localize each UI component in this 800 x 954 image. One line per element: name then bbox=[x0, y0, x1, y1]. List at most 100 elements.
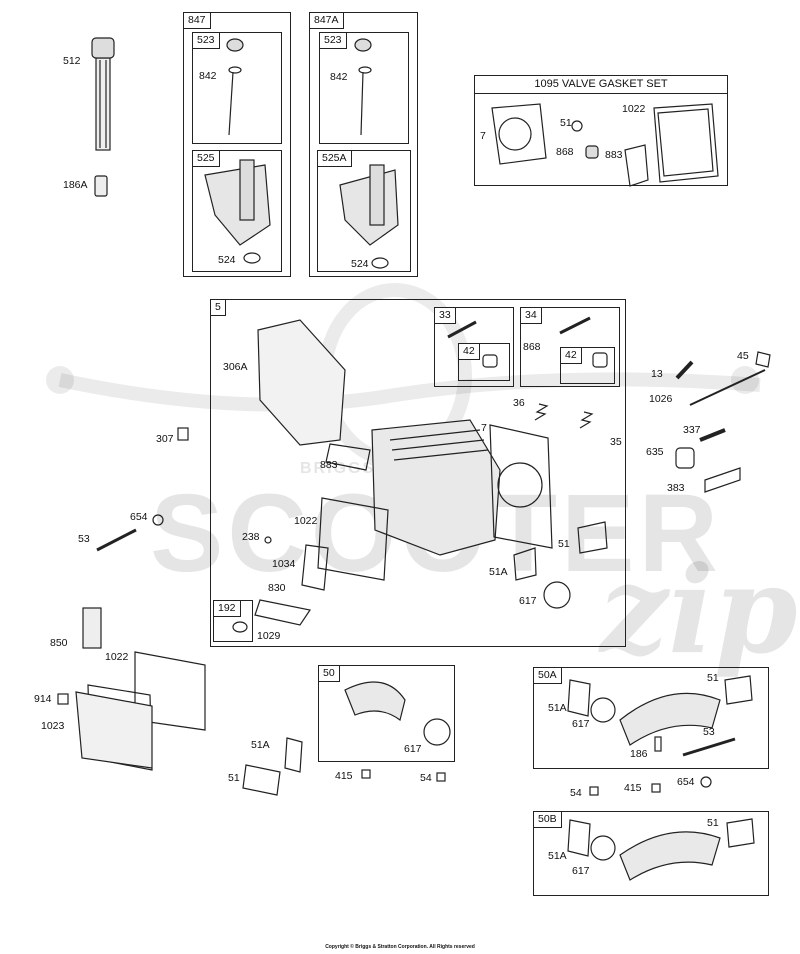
part-383: 383 bbox=[667, 482, 685, 494]
fitting-192 bbox=[232, 621, 248, 633]
part-654-50a: 654 bbox=[677, 776, 695, 788]
screw-54-50a bbox=[589, 786, 599, 796]
part-415-lower: 415 bbox=[335, 770, 353, 782]
gasket-883-group5 bbox=[325, 443, 371, 471]
part-186a: 186A bbox=[63, 179, 88, 191]
vgs-part-1022: 1022 bbox=[622, 103, 646, 115]
part-35: 35 bbox=[610, 436, 622, 448]
group-50a-tag: 50A bbox=[534, 668, 562, 684]
part-51-50a: 51 bbox=[707, 672, 719, 684]
part-1026: 1026 bbox=[649, 393, 673, 405]
manifold-50b bbox=[619, 831, 721, 881]
group-50-tag: 50 bbox=[319, 666, 340, 682]
gasket-1022-cover bbox=[134, 651, 206, 731]
valve-spring-35 bbox=[579, 411, 594, 429]
group-847-sub-525-box: 525 bbox=[192, 150, 282, 272]
gasket-51-group5 bbox=[577, 521, 608, 554]
valve-33 bbox=[447, 320, 477, 339]
shield-306a bbox=[257, 319, 346, 446]
copyright-footer: Copyright © Briggs & Stratton Corporatio… bbox=[325, 944, 475, 950]
part-51a-50b: 51A bbox=[548, 850, 567, 862]
part-617-group5: 617 bbox=[519, 595, 537, 607]
part-524-847: 524 bbox=[218, 254, 236, 266]
nut-654-50a bbox=[700, 776, 712, 788]
rocker-45 bbox=[755, 351, 771, 368]
part-524-847a: 524 bbox=[351, 258, 369, 270]
part-45: 45 bbox=[737, 350, 749, 362]
head-gasket-7 bbox=[489, 424, 553, 549]
gasket-51a-group5 bbox=[513, 547, 537, 581]
part-51a-lower: 51A bbox=[251, 739, 270, 751]
part-36: 36 bbox=[513, 397, 525, 409]
part-617-50a: 617 bbox=[572, 718, 590, 730]
group-192-box: 192 bbox=[213, 600, 253, 642]
part-51-lower: 51 bbox=[228, 772, 240, 784]
part-914: 914 bbox=[34, 693, 52, 705]
dipstick-parts-847 bbox=[204, 38, 271, 264]
group-847a-sub-523-box: 523 bbox=[319, 32, 409, 144]
part-654: 654 bbox=[130, 511, 148, 523]
group-42a-box bbox=[458, 343, 510, 381]
part-51-50b: 51 bbox=[707, 817, 719, 829]
valve-34 bbox=[559, 316, 591, 335]
group-847a-tag: 847A bbox=[310, 13, 344, 29]
stud-53-50a bbox=[682, 737, 736, 757]
oring-617-group50 bbox=[423, 718, 451, 746]
part-7-group5: 7 bbox=[481, 422, 487, 434]
spark-plug-337 bbox=[699, 428, 726, 442]
group-5-tag: 5 bbox=[211, 300, 226, 316]
group-50-box: 50 bbox=[318, 665, 455, 762]
part-1029: 1029 bbox=[257, 630, 281, 642]
rocker-cover-1023 bbox=[75, 691, 153, 769]
group-847-tag: 847 bbox=[184, 13, 211, 29]
stud-53 bbox=[96, 528, 137, 552]
gasket-51a-50a bbox=[567, 679, 591, 717]
valve-gasket-set-parts bbox=[491, 103, 719, 187]
screw-13 bbox=[675, 360, 694, 380]
head-gasket-bore bbox=[497, 462, 543, 508]
part-1034: 1034 bbox=[272, 558, 296, 570]
part-337: 337 bbox=[683, 424, 701, 436]
part-238: 238 bbox=[242, 531, 260, 543]
rocker-gasket-1022 bbox=[317, 497, 389, 581]
manifold-50 bbox=[344, 681, 406, 722]
group-847a-box: 847A bbox=[309, 12, 418, 277]
group-192-tag: 192 bbox=[214, 601, 241, 617]
group-50a-box: 50A bbox=[533, 667, 769, 769]
part-415-50a: 415 bbox=[624, 782, 642, 794]
gasket-51-50a bbox=[724, 675, 753, 705]
gasket-51a-lower bbox=[284, 737, 303, 773]
sealant-850 bbox=[82, 607, 102, 649]
group-847-sub-523-tag: 523 bbox=[193, 33, 220, 49]
dipstick-parts-847a bbox=[339, 38, 399, 269]
gasket-51a-50b bbox=[567, 819, 591, 857]
group-847a-sub-525a-box: 525A bbox=[317, 150, 411, 272]
part-617-50b: 617 bbox=[572, 865, 590, 877]
group-34-box: 34 bbox=[520, 307, 620, 387]
part-842-847: 842 bbox=[199, 70, 217, 82]
group-33-box: 33 bbox=[434, 307, 514, 387]
part-383 bbox=[704, 467, 741, 493]
watermark-script: zip bbox=[600, 540, 798, 681]
group-847-sub-525-tag: 525 bbox=[193, 151, 220, 167]
part-307: 307 bbox=[156, 433, 174, 445]
valve-gasket-set-title: 1095 VALVE GASKET SET bbox=[475, 76, 727, 94]
group-50b-box: 50B bbox=[533, 811, 769, 896]
screw-54-lower bbox=[436, 772, 446, 782]
fitting-186-50a bbox=[654, 736, 662, 752]
cylinder-head bbox=[371, 419, 501, 556]
part-51a-50a: 51A bbox=[548, 702, 567, 714]
vgs-part-51: 51 bbox=[560, 117, 572, 129]
gasket-51-lower bbox=[242, 764, 281, 796]
part-51a-group5: 51A bbox=[489, 566, 508, 578]
group-847-box: 847 bbox=[183, 12, 291, 277]
screw-415-lower bbox=[361, 769, 371, 779]
part-850: 850 bbox=[50, 637, 68, 649]
valve-seal-42a bbox=[482, 354, 498, 368]
part-842-847a: 842 bbox=[330, 71, 348, 83]
oring-617-group5 bbox=[543, 581, 571, 609]
plug-238 bbox=[264, 536, 272, 544]
part-54-lower: 54 bbox=[420, 772, 432, 784]
breather-1029 bbox=[254, 599, 311, 626]
